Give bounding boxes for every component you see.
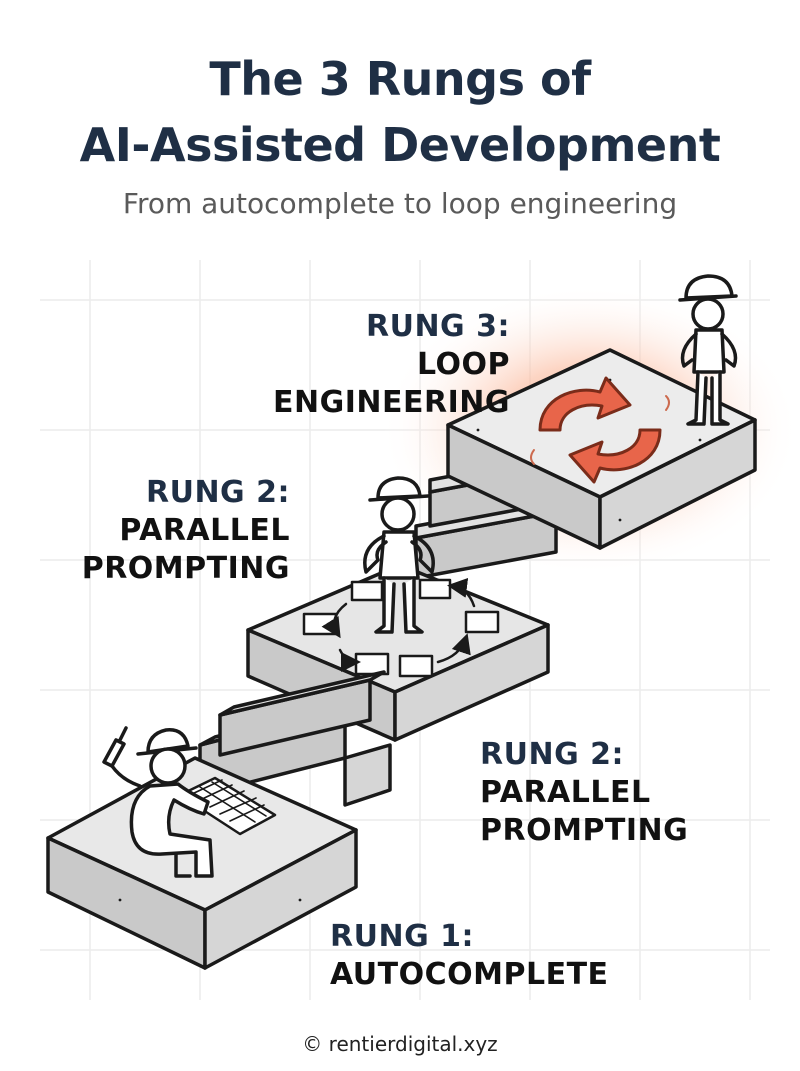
hard-hat-worker-icon [678, 274, 738, 426]
rung2-lower-name-line2: PROMPTING [480, 813, 689, 848]
rung3-name: LOOP ENGINEERING [273, 347, 510, 420]
stairs-to-rung2 [198, 670, 392, 807]
page-subtitle: From autocomplete to loop engineering [122, 187, 678, 220]
hard-hat-worker-icon [129, 728, 214, 878]
copyright-credit: © rentierdigital.xyz [302, 1032, 498, 1056]
cycle-arrows-icon [530, 376, 670, 484]
page-title-line1: The 3 Rungs of [209, 52, 591, 106]
rung2-lower-name-line1: PARALLEL [480, 775, 651, 810]
rung2-upper-name-line2: PROMPTING [81, 551, 290, 586]
rung1-platform [46, 756, 358, 970]
rung3-label: RUNG 3: LOOP ENGINEERING [180, 308, 510, 422]
rung2-label-lower: RUNG 2: PARALLEL PROMPTING [480, 736, 740, 850]
rung1-number: RUNG 1: [330, 919, 475, 954]
hard-hat-worker-icon [363, 476, 435, 634]
page-title-line2: AI-Assisted Development [79, 118, 721, 172]
keyboard-icon [178, 776, 277, 836]
workflow-loop-icon [302, 577, 500, 678]
rung3-platform [446, 348, 757, 550]
rung2-label-upper: RUNG 2: PARALLEL PROMPTING [60, 474, 290, 588]
rung3-number: RUNG 3: [365, 309, 510, 344]
rung2-upper-name-line1: PARALLEL [119, 513, 290, 548]
screwdriver-icon [102, 726, 142, 788]
rung1-label: RUNG 1: AUTOCOMPLETE [330, 918, 630, 994]
rung2-lower-number: RUNG 2: [480, 737, 625, 772]
rung1-name: AUTOCOMPLETE [330, 957, 609, 992]
rung2-upper-number: RUNG 2: [145, 475, 290, 510]
